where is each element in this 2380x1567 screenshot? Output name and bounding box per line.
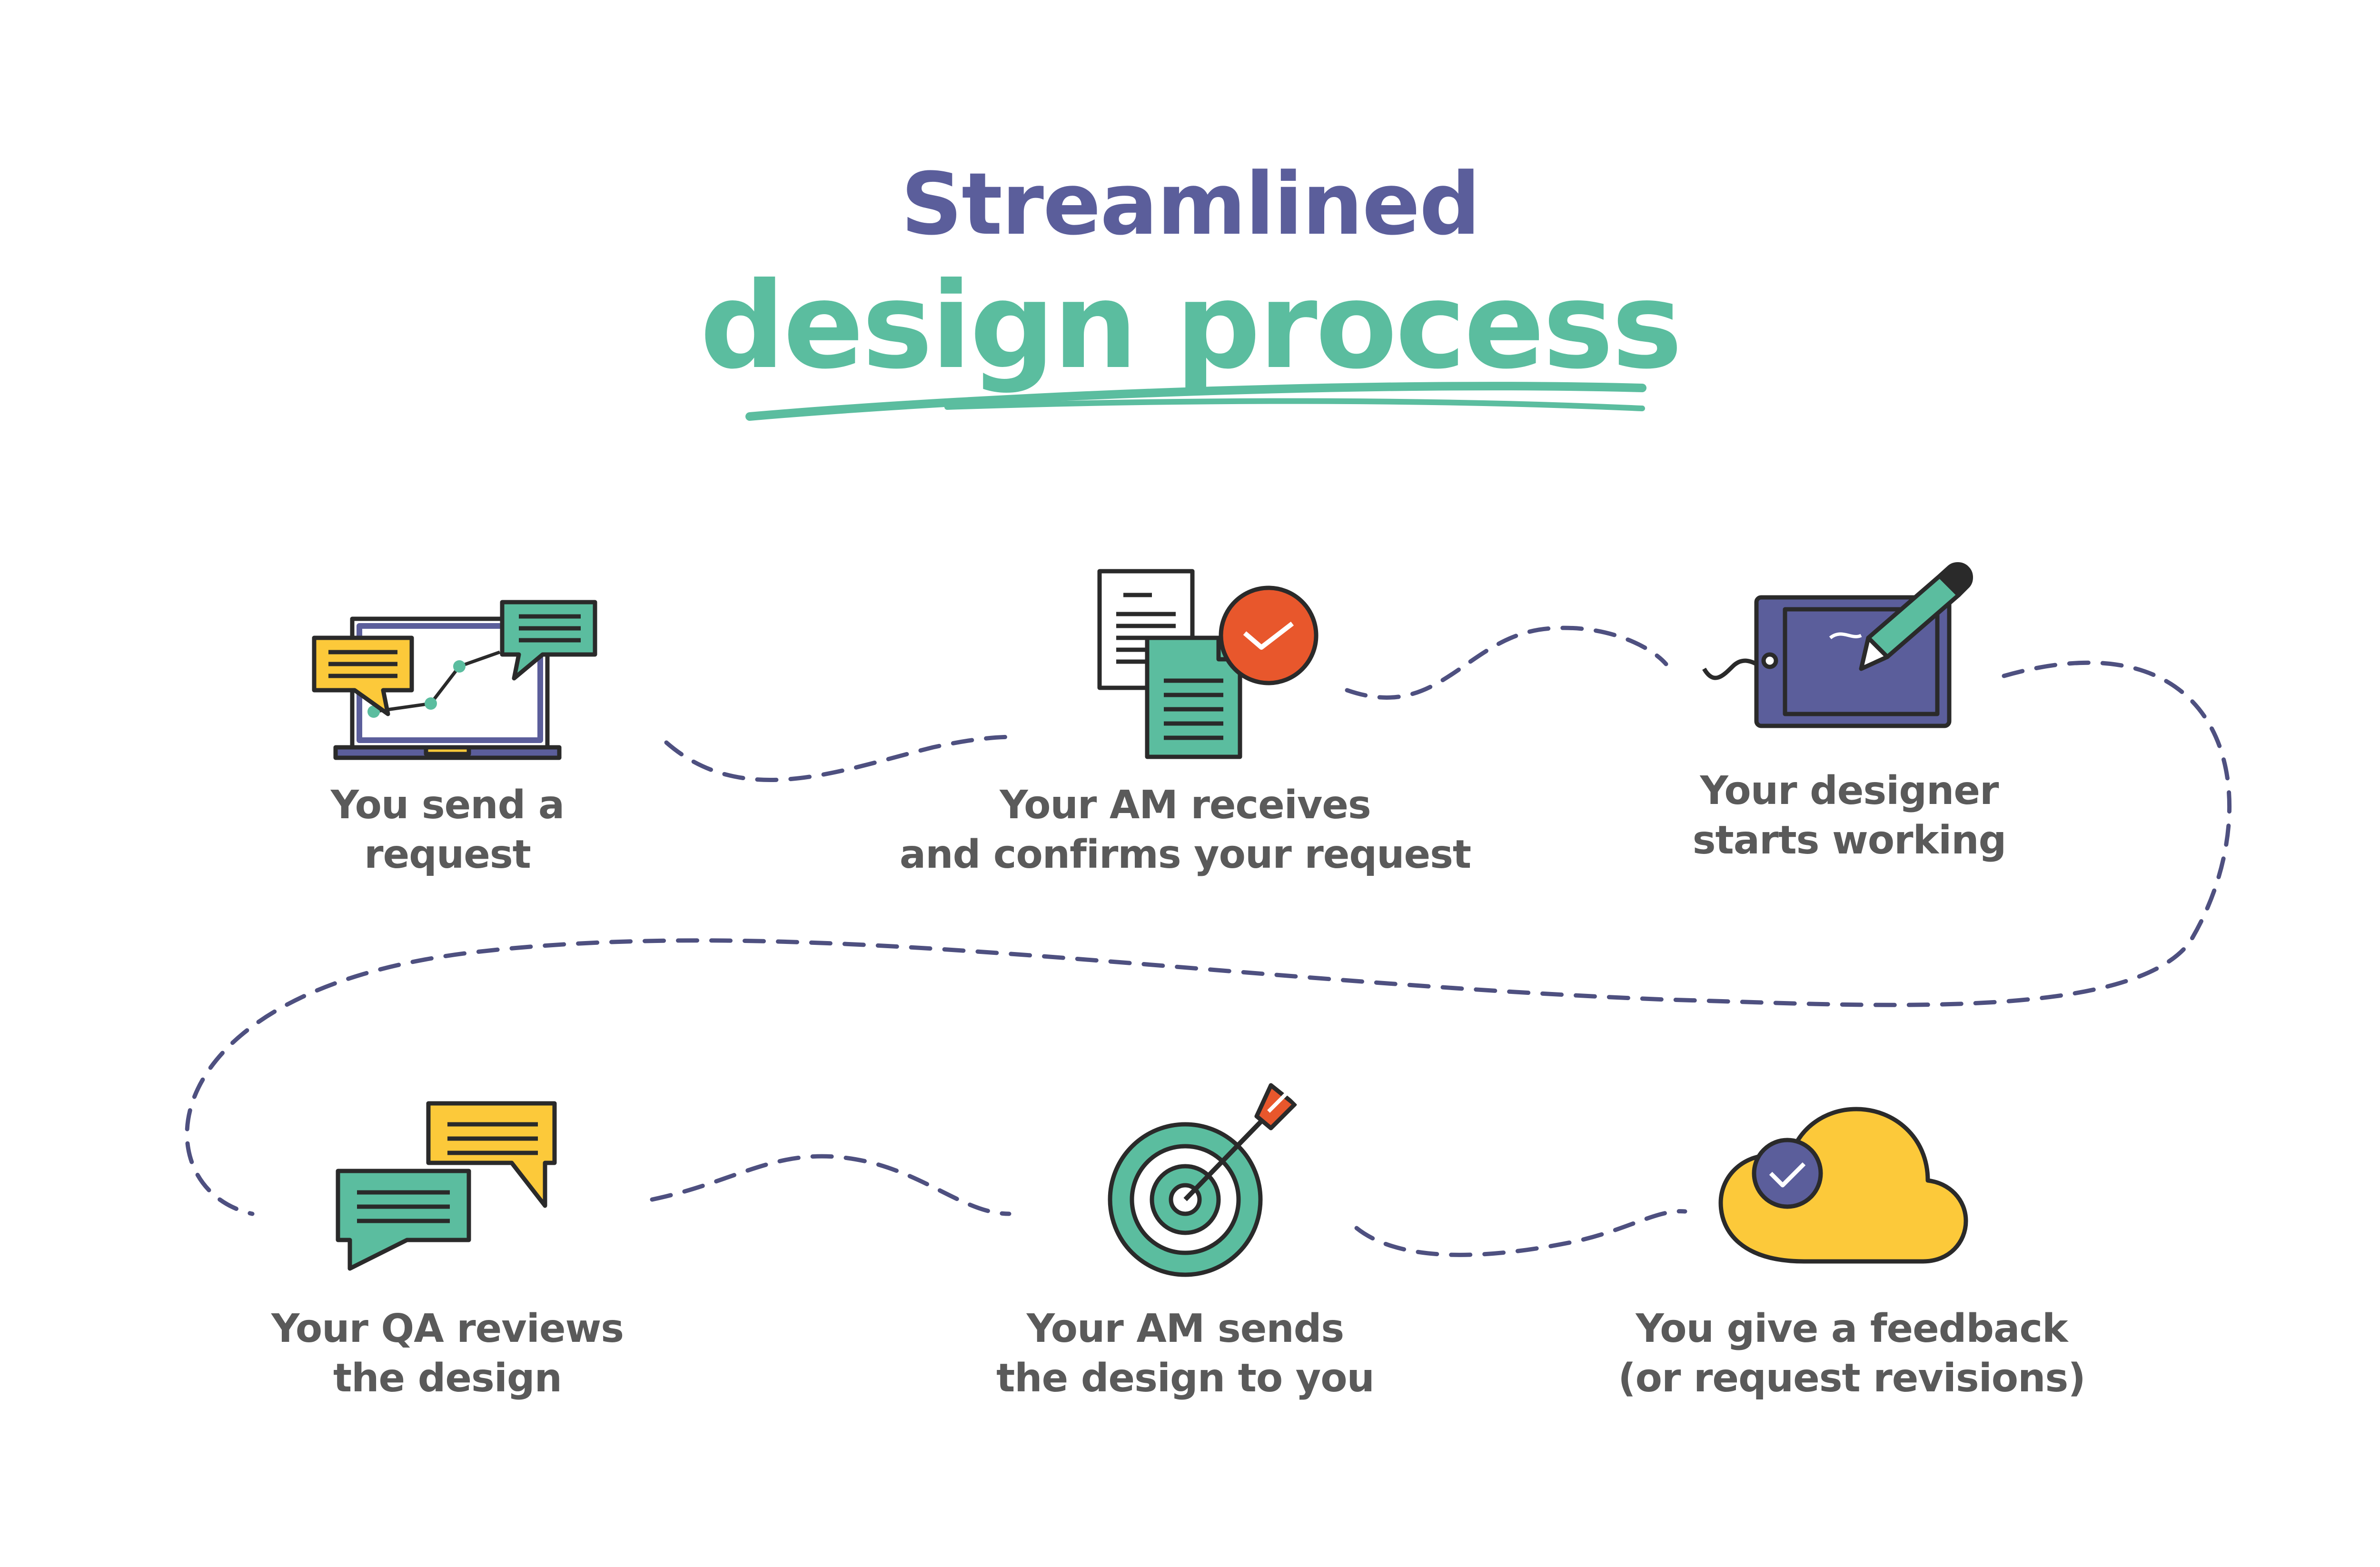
- step-4-label: Your QA reviews the design: [228, 1304, 666, 1403]
- step-5-line1: Your AM sends: [1026, 1306, 1344, 1351]
- dashed-path-4: [650, 1154, 1012, 1216]
- step-3-line1: Your designer: [1700, 768, 1999, 813]
- dashed-path-5: [1354, 1209, 1687, 1257]
- title-underline-2: [944, 398, 1645, 411]
- step-6-label: You give a feedback (or request revision…: [1571, 1304, 2132, 1403]
- title-design-process: design process: [700, 257, 1682, 395]
- step-3-label: Your designer starts working: [1647, 766, 2052, 865]
- title-underline: [745, 382, 1646, 421]
- step-4-line1: Your QA reviews: [271, 1306, 624, 1351]
- dashed-path-1: [664, 734, 1021, 782]
- step-2-label: Your AM receives and confirms your reque…: [876, 781, 1495, 880]
- step-2-line2: and confirms your request: [899, 832, 1471, 877]
- step-5-line2: the design to you: [996, 1356, 1375, 1401]
- step-6-line1: You give a feedback: [1636, 1306, 2068, 1351]
- step-1-label: You send a request: [276, 781, 619, 880]
- dashed-path-2: [1345, 625, 1668, 700]
- step-1-line2: request: [364, 832, 531, 877]
- step-2-line1: Your AM receives: [1000, 783, 1371, 828]
- step-5-label: Your AM sends the design to you: [952, 1304, 1418, 1403]
- step-4-line2: the design: [333, 1356, 562, 1401]
- step-3-line2: starts working: [1692, 818, 2007, 863]
- dashed-path-3: [185, 660, 2231, 1216]
- title-streamlined: Streamlined: [901, 155, 1480, 254]
- step-1-line1: You send a: [330, 783, 565, 828]
- step-6-line2: (or request revisions): [1618, 1356, 2086, 1401]
